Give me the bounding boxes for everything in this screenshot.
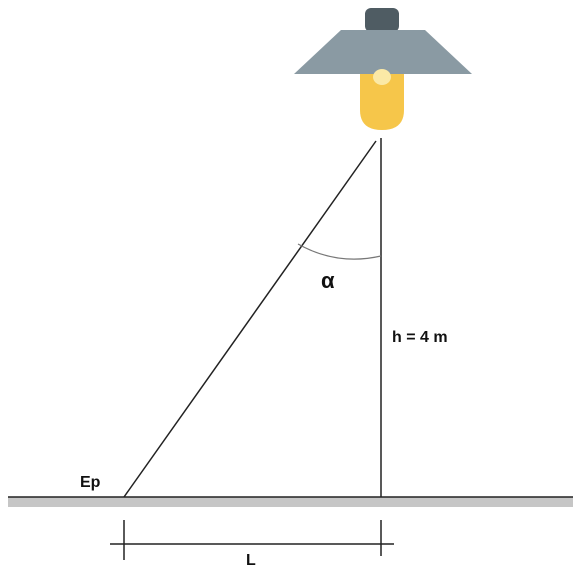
- distance-label: L: [246, 552, 256, 567]
- lamp-shade: [294, 30, 472, 74]
- angle-label: α: [321, 268, 335, 293]
- lamp-bulb: [360, 74, 404, 130]
- point-label: Ep: [80, 474, 101, 491]
- height-label: h = 4 m: [392, 329, 448, 346]
- street-lamp-icon: [294, 8, 472, 130]
- angle-arc: [297, 243, 382, 260]
- ground-notch: [92, 507, 428, 512]
- ground-surface: [8, 497, 573, 507]
- distance-dimension: [110, 520, 394, 560]
- bulb-highlight: [373, 69, 391, 85]
- light-ray-line: [123, 140, 377, 498]
- lamp-cap: [365, 8, 399, 32]
